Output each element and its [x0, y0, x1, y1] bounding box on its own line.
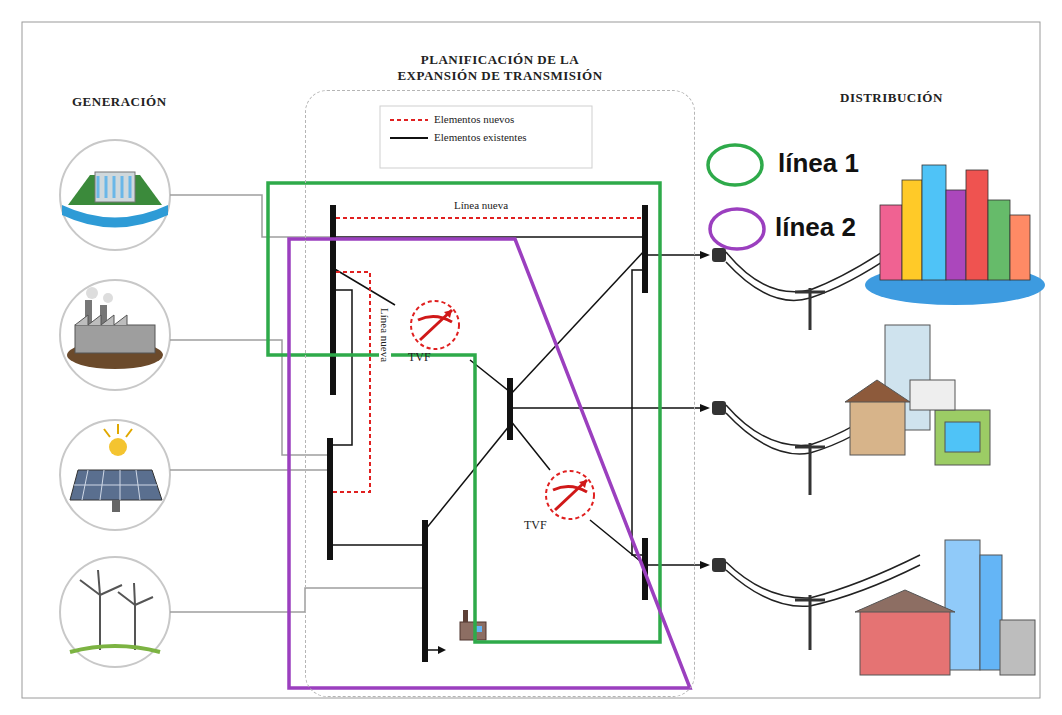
device-label: TVF [408, 350, 431, 365]
legend-text: Elementos nuevos [434, 113, 514, 125]
legend-text: línea 2 [775, 212, 856, 243]
region-heading: PLANIFICACIÓN DE LA EXPANSIÓN DE TRANSMI… [385, 52, 615, 84]
column-heading: GENERACIÓN [72, 94, 167, 110]
legend-text: Elementos existentes [434, 131, 527, 143]
line-label: Línea nueva [452, 199, 510, 211]
line-label: Línea nueva [379, 306, 391, 364]
legend-text: línea 1 [778, 148, 859, 179]
planning-region: PLANIFICACIÓN DE LA EXPANSIÓN DE TRANSMI… [305, 52, 695, 697]
device-label: TVF [524, 518, 547, 533]
column-heading: DISTRIBUCIÓN [840, 90, 943, 106]
region-dashed-outline [305, 90, 695, 697]
